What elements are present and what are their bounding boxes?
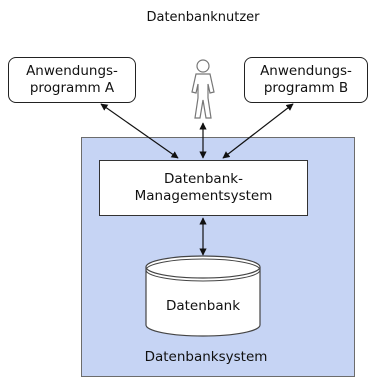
app-b-line2: programm B bbox=[263, 80, 349, 96]
app-a-box: Anwendungs- programm A bbox=[8, 57, 136, 103]
database-user-label: Datenbanknutzer bbox=[146, 10, 260, 25]
app-a-line2: programm A bbox=[29, 80, 115, 96]
dbms-box: Datenbank- Managementsystem bbox=[99, 160, 308, 216]
arrow-app-b-dbms bbox=[222, 103, 294, 159]
person-outline-icon bbox=[191, 59, 215, 119]
database-cylinder-icon bbox=[145, 255, 261, 337]
arrow-app-a-dbms bbox=[100, 103, 179, 159]
database-label: Datenbank bbox=[165, 298, 241, 314]
dbms-line1: Datenbank- bbox=[164, 171, 243, 187]
database-system-label: Datenbanksystem bbox=[144, 349, 268, 365]
app-a-line1: Anwendungs- bbox=[26, 63, 118, 79]
app-b-line1: Anwendungs- bbox=[260, 63, 352, 79]
dbms-line2: Managementsystem bbox=[134, 188, 273, 204]
app-b-box: Anwendungs- programm B bbox=[244, 57, 368, 103]
